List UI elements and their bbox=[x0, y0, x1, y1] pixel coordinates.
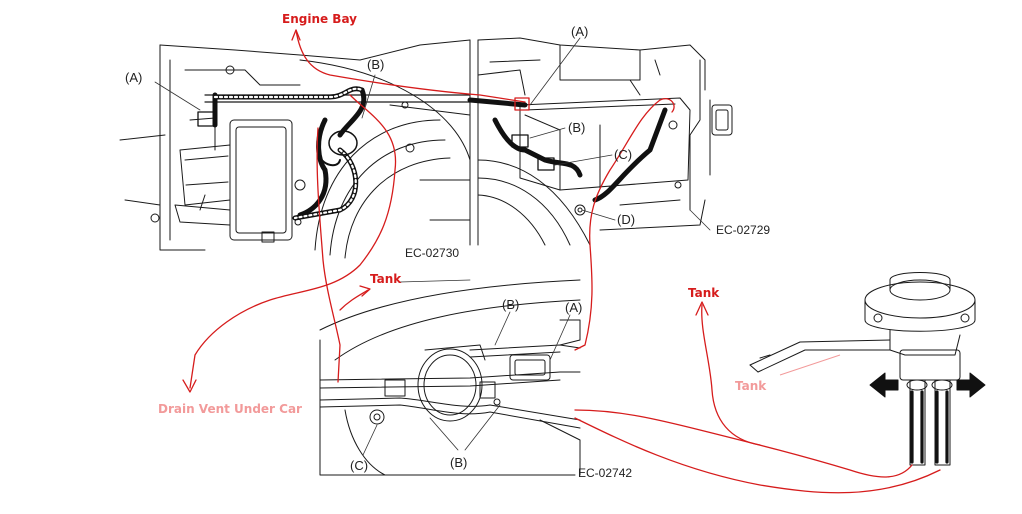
drain-vent-arrow bbox=[182, 379, 197, 393]
figure-code-top-left: EC-02730 bbox=[405, 246, 460, 260]
part-label-c-right: (C) bbox=[614, 147, 633, 162]
engine-bay-annotation: Engine Bay bbox=[282, 12, 357, 26]
drain-vent-annotation: Drain Vent Under Car bbox=[158, 402, 302, 416]
tank-annotation-faded: Tank bbox=[735, 379, 767, 393]
part-label-a-bottom: (A) bbox=[565, 300, 583, 315]
engine-bay-right-panel bbox=[477, 37, 733, 246]
tank-right-arrow bbox=[695, 301, 709, 316]
tank-annotation-center: Tank bbox=[370, 272, 402, 286]
part-label-c-bottom: (C) bbox=[350, 458, 369, 473]
part-label-b-bottom: (B) bbox=[450, 455, 468, 470]
right-pointer-arrow bbox=[956, 372, 986, 398]
part-label-a-right: (A) bbox=[571, 24, 589, 39]
evap-hoses-left bbox=[212, 86, 367, 221]
figure-code-bottom: EC-02742 bbox=[578, 466, 633, 480]
routing-annotations bbox=[182, 29, 941, 494]
part-label-d-right: (D) bbox=[617, 212, 636, 227]
engine-bay-left-panel bbox=[119, 39, 471, 259]
part-label-b-left: (B) bbox=[367, 57, 385, 72]
tank-area-bottom-panel bbox=[319, 279, 581, 476]
tank-annotation-right: Tank bbox=[688, 286, 720, 300]
left-pointer-arrow bbox=[869, 372, 899, 398]
part-label-b-bottom-top: (B) bbox=[502, 297, 520, 312]
tank-valve-assembly bbox=[749, 272, 976, 466]
evap-hoses-right bbox=[467, 97, 668, 203]
part-label-b-right: (B) bbox=[568, 120, 586, 135]
tank-valve-hoses bbox=[910, 390, 949, 464]
figure-code-top-right: EC-02729 bbox=[716, 223, 771, 237]
part-label-a-left: (A) bbox=[125, 70, 143, 85]
